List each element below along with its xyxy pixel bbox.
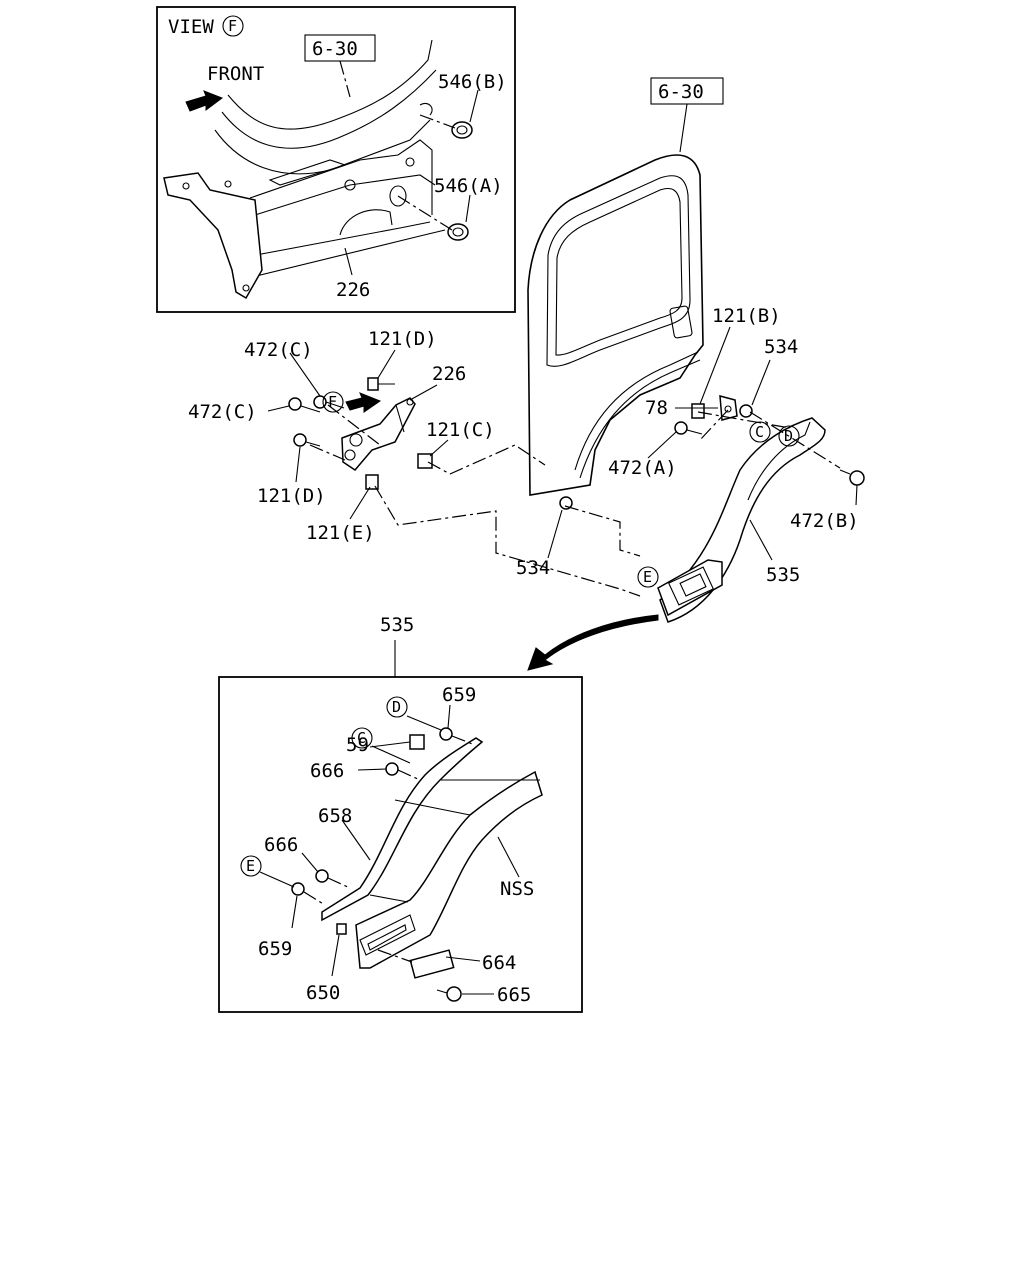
- label-226-inset: 226: [336, 279, 370, 301]
- label-121d-bottom: 121(D): [257, 485, 326, 507]
- label-546b: 546(B): [438, 71, 507, 93]
- circle-marker-f: F: [328, 393, 337, 411]
- view-f-header: VIEW: [168, 16, 214, 38]
- label-472a: 472(A): [608, 457, 677, 479]
- mudguard-535: [657, 417, 826, 623]
- detail-circle-d: D: [392, 698, 401, 716]
- label-534-top: 534: [764, 336, 798, 358]
- label-659-top: 659: [442, 684, 476, 706]
- bolt-121d-bottom: [293, 433, 321, 447]
- label-535-main: 535: [766, 564, 800, 586]
- label-666-mid: 666: [264, 834, 298, 856]
- circle-marker-d: D: [784, 427, 793, 445]
- label-472c-top: 472(C): [244, 339, 313, 361]
- front-arrow-icon: [185, 90, 224, 112]
- door-panel: [527, 154, 704, 496]
- label-665: 665: [497, 984, 531, 1006]
- clip-121c: [417, 453, 433, 469]
- label-650: 650: [306, 982, 340, 1004]
- main-ref-box: 6-30: [658, 81, 704, 103]
- label-472b: 472(B): [790, 510, 859, 532]
- bracket-226: [341, 397, 416, 471]
- label-534-bottom: 534: [516, 557, 550, 579]
- circle-marker-e: E: [643, 568, 652, 586]
- detail-circle-c: C: [357, 729, 366, 747]
- curved-pointer-arrow-icon: [527, 614, 659, 671]
- label-226-main: 226: [432, 363, 466, 385]
- detail-circle-e: E: [246, 857, 255, 875]
- view-f-circle-letter: F: [228, 17, 237, 35]
- label-78: 78: [645, 397, 668, 419]
- detail-535-title: 535: [380, 614, 414, 636]
- label-121b: 121(B): [712, 305, 781, 327]
- label-658: 658: [318, 805, 352, 827]
- label-659-bottom: 659: [258, 938, 292, 960]
- label-121e: 121(E): [306, 522, 375, 544]
- view-f-inset: VIEW F 6-30 FRONT: [156, 6, 516, 313]
- label-121c: 121(C): [426, 419, 495, 441]
- label-546a: 546(A): [434, 175, 503, 197]
- label-666-top: 666: [310, 760, 344, 782]
- label-121d-top: 121(D): [368, 328, 437, 350]
- view-f-front-label: FRONT: [207, 63, 264, 85]
- main-assembly: 6-30: [188, 77, 865, 623]
- clip-121b: [691, 403, 705, 419]
- label-nss: NSS: [500, 878, 534, 900]
- circle-marker-c: C: [755, 423, 764, 441]
- label-664: 664: [482, 952, 516, 974]
- bolt-472a: [674, 421, 703, 435]
- nut-534-top: [739, 404, 753, 418]
- bolt-472c-left: [288, 397, 321, 413]
- view-f-ref-box: 6-30: [312, 38, 358, 60]
- nut-534-bottom: [559, 496, 573, 510]
- label-472c-left: 472(C): [188, 401, 257, 423]
- direction-arrow-icon: [345, 392, 382, 413]
- clip-121e: [365, 474, 379, 490]
- bolt-121d-top: [367, 377, 395, 391]
- bolt-472b: [839, 469, 865, 486]
- detail-535-inset: 535: [218, 614, 583, 1013]
